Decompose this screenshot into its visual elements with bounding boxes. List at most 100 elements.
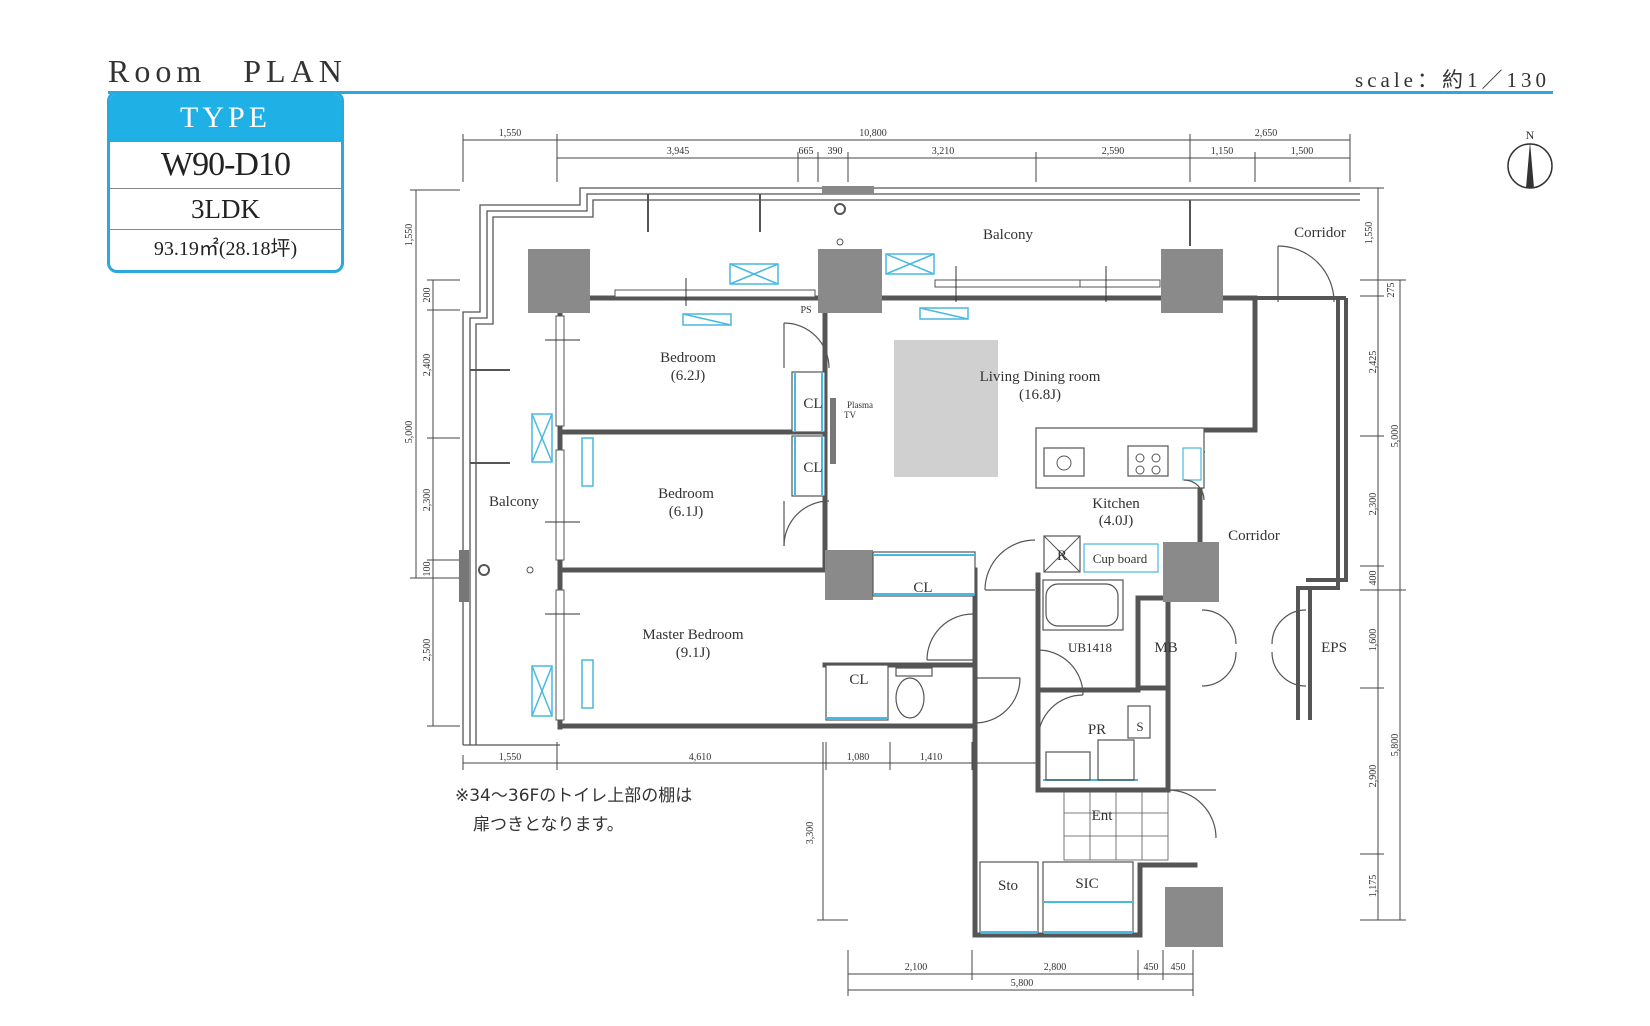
dim-mid-vertical: 3,300: [805, 822, 816, 845]
side-drain: [459, 550, 469, 602]
ac-units: [531, 253, 969, 717]
label-refrigerator: R: [1057, 548, 1067, 564]
dim-left-4: 100: [422, 562, 433, 577]
side-balcony-drain: [478, 564, 490, 576]
balcony-outline: [462, 187, 1360, 746]
label-kitchen-size: (4.0J): [1099, 513, 1134, 529]
type-heading: TYPE: [110, 94, 341, 142]
dim-right-0: 1,550: [1364, 222, 1375, 245]
tv-area: [894, 340, 998, 477]
label-cl-2: CL: [803, 460, 822, 476]
footnote-line-1: ※34〜36Fのトイレ上部の棚は: [455, 786, 693, 806]
dim-right-total-1: 5,000: [1390, 425, 1401, 448]
dim-top-2-4: 2,590: [1102, 146, 1125, 157]
room-labels: Balcony Balcony Corridor Corridor Bedroo…: [489, 225, 1347, 894]
kitchen-counter: [1035, 427, 1205, 573]
page-title: Room PLAN: [108, 53, 347, 89]
label-bedroom-1-size: (6.2J): [671, 368, 706, 384]
label-eps: EPS: [1321, 640, 1347, 656]
label-balcony-north: Balcony: [983, 227, 1033, 243]
label-balcony-west: Balcony: [489, 494, 539, 510]
dim-top-left: 1,550: [499, 128, 522, 139]
dim-left-total: 5,000: [404, 421, 415, 444]
type-layout: 3LDK: [110, 189, 341, 230]
balcony-drain: [834, 203, 846, 215]
type-area: 93.19㎡(28.18坪): [153, 238, 298, 260]
label-ps: PS: [800, 305, 811, 316]
dim-bottom2-1: 2,800: [1044, 962, 1067, 973]
dim-top-2-6: 1,500: [1291, 146, 1314, 157]
label-plasma: Plasma: [847, 400, 873, 410]
door-swings: [783, 245, 1335, 839]
dim-right-5: 1,600: [1368, 629, 1379, 652]
dim-bottom-1: 4,610: [689, 752, 712, 763]
side-balcony-outlet: [526, 566, 534, 574]
footnote: ※34〜36Fのトイレ上部の棚は 扉つきとなります。: [455, 782, 692, 840]
dim-left-0: 1,550: [404, 224, 415, 247]
corridor-outer-wall: [1255, 296, 1348, 720]
label-bedroom-2: Bedroom: [658, 486, 714, 502]
dim-left-2: 2,400: [422, 354, 433, 377]
balcony-posts: [470, 194, 1191, 464]
small-labels: Cup board UB1418 S PS Plasma TV: [800, 305, 1147, 734]
label-ent: Ent: [1092, 808, 1114, 824]
dim-right-2: 2,425: [1368, 351, 1379, 374]
scale-label: scale：約1／130: [1355, 68, 1550, 92]
type-code: W90-D10: [110, 142, 341, 189]
label-master-bedroom-size: (9.1J): [676, 645, 711, 661]
bath-fixtures: [895, 579, 1151, 781]
label-corridor-right: Corridor: [1228, 528, 1280, 544]
label-ldk-size: (16.8J): [1019, 387, 1061, 403]
type-card: TYPE W90-D10 3LDK 93.19㎡(28.18坪): [107, 91, 344, 273]
drain-cover: [822, 186, 874, 194]
dim-bottom2-2: 450: [1144, 962, 1159, 973]
label-cl-3: CL: [913, 580, 932, 596]
label-cl-4: CL: [849, 672, 868, 688]
balcony-outlet: [836, 238, 844, 246]
dim-bottom-total: 5,800: [1011, 978, 1034, 989]
label-cl-1: CL: [803, 396, 822, 412]
dim-bottom-0: 1,550: [499, 752, 522, 763]
label-pr: PR: [1088, 722, 1106, 738]
dim-bottom-3: 1,410: [920, 752, 943, 763]
columns: [528, 249, 1223, 947]
dim-left-3: 2,300: [422, 489, 433, 512]
dim-right-1: 275: [1386, 283, 1397, 298]
north-arrow-icon: N: [1507, 128, 1553, 189]
label-ub: UB1418: [1068, 640, 1112, 655]
label-ldk: Living Dining room: [980, 369, 1101, 385]
dim-left-1: 200: [422, 288, 433, 303]
dim-top-2-1: 665: [799, 146, 814, 157]
dim-bottom2-0: 2,100: [905, 962, 928, 973]
dim-top-2-5: 1,150: [1211, 146, 1234, 157]
dim-top-2-0: 3,945: [667, 146, 690, 157]
label-sto: Sto: [998, 878, 1018, 894]
sliding-arrows: [545, 266, 1107, 615]
label-corridor-top: Corridor: [1294, 225, 1346, 241]
footnote-line-2: 扉つきとなります。: [473, 815, 624, 835]
dim-right-6: 2,900: [1368, 765, 1379, 788]
title-underline: [108, 91, 1553, 94]
label-cup-board: Cup board: [1093, 551, 1148, 566]
dim-top-2-3: 3,210: [932, 146, 955, 157]
dimension-lines: [410, 134, 1406, 996]
dim-bottom-2: 1,080: [847, 752, 870, 763]
windows: [555, 279, 1161, 721]
closets: [791, 371, 1134, 935]
dim-top-right: 2,650: [1255, 128, 1278, 139]
dim-right-total-2: 5,800: [1390, 734, 1401, 757]
dim-top-total: 10,800: [859, 128, 887, 139]
label-sic: SIC: [1075, 876, 1098, 892]
dim-right-7: 1,175: [1368, 875, 1379, 898]
dim-right-4: 400: [1368, 571, 1379, 586]
dim-left-5: 2,500: [422, 639, 433, 662]
north-label: N: [1526, 128, 1535, 142]
dim-bottom2-3: 450: [1171, 962, 1186, 973]
label-kitchen: Kitchen: [1092, 496, 1140, 512]
entrance-tiles: [1063, 789, 1169, 861]
dimension-labels: 1,550 10,800 2,650 3,945 665 390 3,210 2…: [404, 128, 1401, 989]
label-sink: S: [1136, 719, 1143, 734]
plasma-tv: [830, 398, 836, 464]
label-bedroom-2-size: (6.1J): [669, 504, 704, 520]
